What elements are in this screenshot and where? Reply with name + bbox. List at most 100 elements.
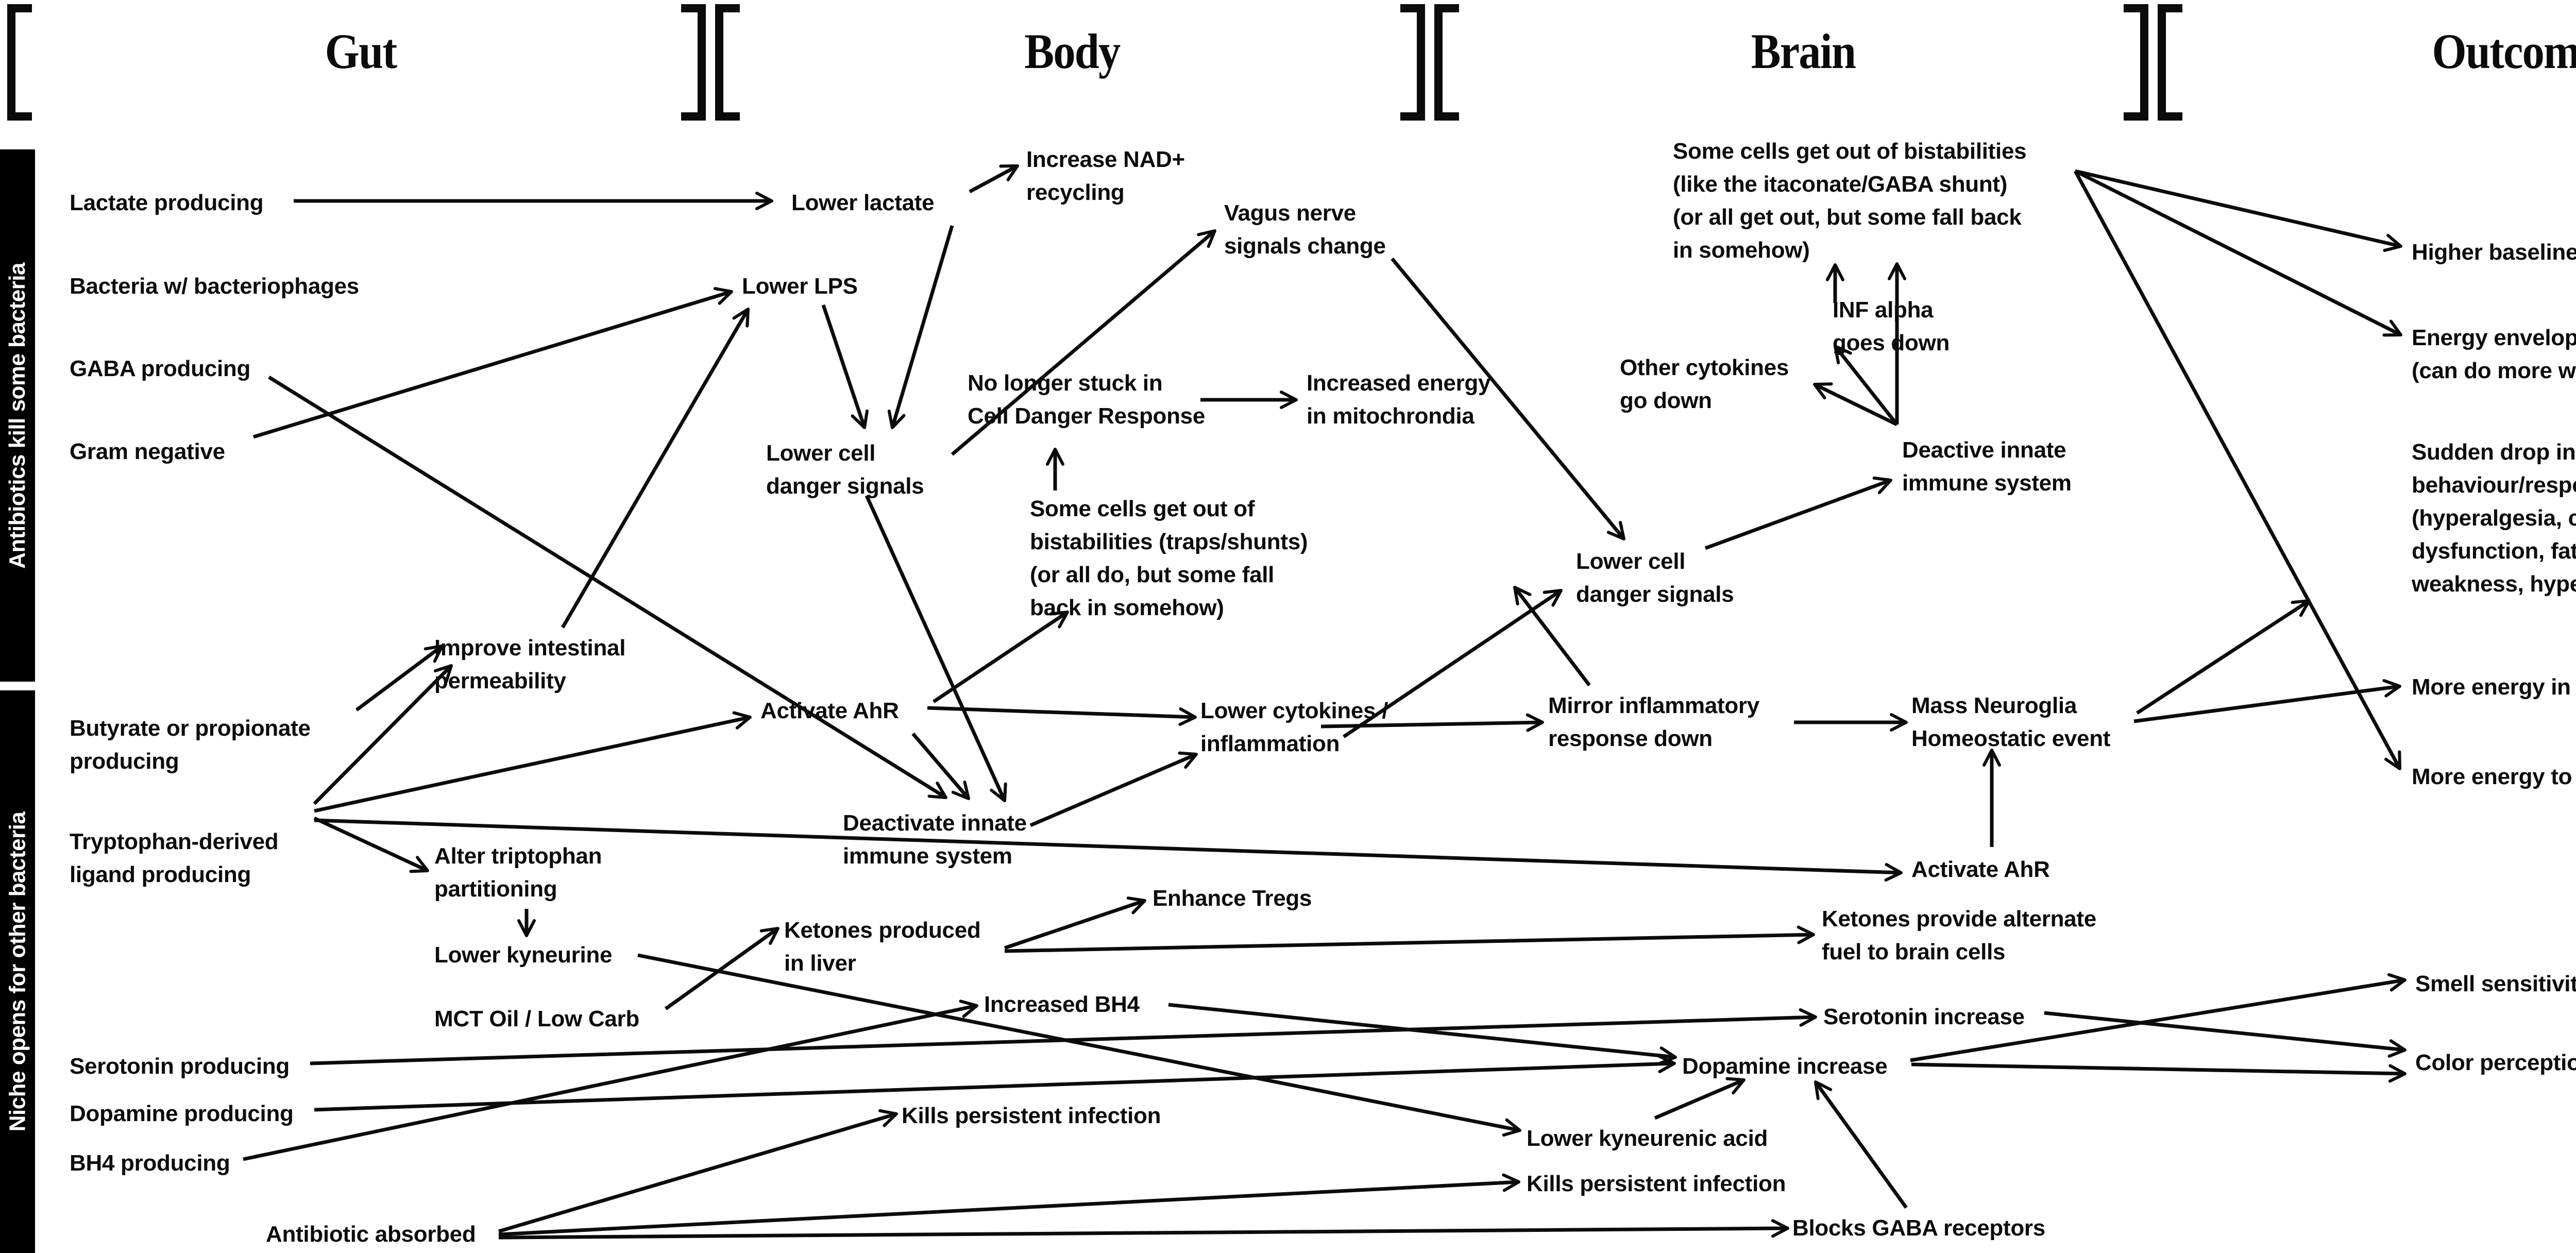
edge-lower_kyneurenic-to-dopamine_increase	[1654, 1077, 1745, 1120]
node-ketones_brain: Ketones provide alternate fuel to brain …	[1822, 906, 2096, 964]
edge-mct_oil-to-ketones_liver	[664, 927, 779, 1010]
edge-lower_lactate-to-lower_cds_body	[887, 225, 954, 429]
column-header-brain: Brain	[1751, 24, 1856, 79]
node-dopamine_increase: Dopamine increase	[1682, 1054, 1888, 1079]
node-lower_kyneurenic: Lower kyneurenic acid	[1527, 1126, 1768, 1151]
node-energy_envelope: Energy envelope increased (can do more w…	[2412, 325, 2576, 383]
sidebar-band-antibiotics: Antibiotics kill some bacteria	[0, 149, 35, 682]
node-inf_alpha: INF alpha goes down	[1833, 297, 1950, 355]
edge-gram_negative-to-lower_lps	[252, 287, 733, 439]
node-more_energy_body: More energy in body	[2412, 674, 2571, 700]
sidebar-band-label: Niche opens for other bacteria	[5, 811, 30, 1132]
node-bh4_producing: BH4 producing	[70, 1150, 230, 1176]
node-lactate_producing: Lactate producing	[70, 190, 264, 215]
node-serotonin_producing: Serotonin producing	[70, 1054, 290, 1079]
edge-blocks_gaba-to-dopamine_increase	[1814, 1080, 1908, 1209]
node-increase_nad: Increase NAD+ recycling	[1026, 147, 1185, 205]
node-lower_kyneurine: Lower kyneurine	[434, 942, 613, 968]
edge-mass_neuroglia-to-more_energy_body	[2133, 679, 2401, 723]
node-butyrate_propionate: Butyrate or propionate producing	[70, 716, 311, 774]
bracket-left-outcomes	[2158, 4, 2182, 121]
node-some_cells_body: Some cells get out of bistabilities (tra…	[1030, 496, 1308, 620]
edge-dopamine_producing-to-dopamine_increase	[314, 1054, 1676, 1112]
edge-dopamine_increase-to-smell_sensitivity	[1910, 973, 2406, 1062]
node-lower_cds_brain: Lower cell danger signals	[1576, 549, 1734, 607]
node-ketones_liver: Ketones produced in liver	[784, 918, 981, 976]
node-blocks_gaba: Blocks GABA receptors	[1792, 1215, 2045, 1241]
bracket-right-body	[1400, 4, 1425, 121]
column-brackets	[7, 4, 2182, 121]
node-increased_energy_mito: Increased energy in mitochrondia	[1307, 370, 1491, 429]
node-vagus: Vagus nerve signals change	[1224, 200, 1386, 259]
sidebar-band-label: Antibiotics kill some bacteria	[5, 262, 30, 569]
edge-vagus-to-lower_cds_brain	[1391, 257, 1625, 540]
edge-lower_lactate-to-increase_nad	[969, 164, 1019, 194]
edge-activate_ahr_body-to-some_cells_body	[933, 611, 1069, 703]
node-alter_triptophan: Alter triptophan partitioning	[434, 843, 602, 902]
edge-butyrate_propionate-to-improve_intestinal	[355, 645, 444, 712]
edge-serotonin_producing-to-serotonin_increase	[310, 1008, 1817, 1065]
bracket-left-gut	[7, 4, 32, 121]
edge-gaba_producing-to-deactivate_innate_body	[268, 376, 947, 799]
edge-antibiotic_absorbed-to-kills_infection_body	[498, 1109, 898, 1233]
edge-activate_ahr_body-to-deactivate_innate_body	[911, 732, 970, 800]
node-other_cytokines: Other cytokines go down	[1620, 355, 1789, 413]
column-header-outcomes: Outcomes	[2432, 24, 2576, 79]
edge-ketones_liver-to-ketones_brain	[1004, 925, 1815, 953]
node-kills_infection_brain: Kills persistent infection	[1527, 1171, 1786, 1196]
node-no_longer_cdr: No longer stuck in Cell Danger Response	[968, 370, 1206, 429]
edge-antibiotic_absorbed-to-blocks_gaba	[498, 1219, 1789, 1240]
edge-tryptophan_ligand-to-alter_triptophan	[313, 816, 429, 873]
node-tryptophan_ligand: Tryptophan-derived ligand producing	[70, 829, 279, 887]
edge-bh4_producing-to-increased_bh4	[243, 1000, 978, 1161]
node-activate_ahr_body: Activate AhR	[760, 698, 899, 723]
edge-lower_cds_brain-to-deactive_innate_brain	[1704, 476, 1892, 550]
bracket-right-gut	[681, 4, 706, 121]
node-higher_baseline: Higher baseline	[2412, 240, 2576, 265]
node-bacteria_phages: Bacteria w/ bacteriophages	[70, 274, 359, 299]
edge-deactivate_innate_body-to-lower_cytokines	[1029, 751, 1198, 827]
column-header-body: Body	[1024, 24, 1121, 79]
node-kills_infection_body: Kills persistent infection	[902, 1103, 1161, 1128]
edge-antibiotic_absorbed-to-kills_infection_brain	[498, 1173, 1520, 1237]
edge-some_cells_brain-to-energy_envelope	[2074, 169, 2402, 337]
node-mirror_inflam: Mirror inflammatory response down	[1548, 693, 1759, 751]
edge-improve_intestinal-to-lower_lps	[561, 308, 750, 629]
edge-activate_ahr_body-to-lower_cytokines	[927, 706, 1197, 726]
edge-tryptophan_ligand-to-activate_ahr_body	[314, 711, 752, 813]
node-dopamine_producing: Dopamine producing	[70, 1101, 294, 1126]
node-gram_negative: Gram negative	[70, 439, 225, 464]
edge-dopamine_increase-to-color_perception	[1911, 1062, 2406, 1083]
node-increased_bh4: Increased BH4	[984, 992, 1140, 1017]
node-antibiotic_absorbed: Antibiotic absorbed	[266, 1222, 476, 1247]
edge-some_cells_brain-to-more_energy_think	[2073, 170, 2402, 770]
edge-ketones_liver-to-enhance_tregs	[1004, 896, 1146, 950]
edge-lower_cds_body-to-vagus	[951, 229, 1216, 456]
node-serotonin_increase: Serotonin increase	[1823, 1004, 2025, 1029]
node-lower_lactate: Lower lactate	[791, 190, 935, 215]
edge-deactive_innate_brain-to-other_cytokines	[1813, 382, 1898, 427]
node-improve_intestinal: Improve intestinal permeability	[434, 635, 626, 693]
edge-some_cells_brain-to-higher_baseline	[2075, 169, 2402, 252]
node-deactive_innate_brain: Deactive innate immune system	[1902, 437, 2072, 496]
node-activate_ahr_brain: Activate AhR	[1911, 857, 2050, 882]
node-lower_cytokines: Lower cytokines / inflammation	[1200, 698, 1388, 756]
node-some_cells_brain: Some cells get out of bistabilities (lik…	[1673, 139, 2027, 263]
edge-lower_lps-to-lower_cds_body	[821, 304, 869, 429]
bracket-right-brain	[2124, 4, 2148, 121]
node-smell_sensitivity: Smell sensitivity increases	[2415, 971, 2576, 996]
column-header-gut: Gut	[325, 24, 397, 79]
edge-tryptophan_ligand-to-improve_intestinal	[313, 664, 453, 805]
node-gaba_producing: GABA producing	[70, 356, 251, 381]
node-deactivate_innate_body: Deactivate innate immune system	[843, 810, 1027, 869]
bracket-left-brain	[1434, 4, 1459, 121]
edge-lower_cytokines-to-lower_cds_brain	[1343, 589, 1563, 738]
edge-mirror_inflam-to-lower_cds_brain	[1513, 586, 1591, 687]
node-lower_cds_body: Lower cell danger signals	[766, 441, 924, 499]
edge-increased_bh4-to-dopamine_increase	[1168, 1003, 1677, 1065]
node-enhance_tregs: Enhance Tregs	[1153, 886, 1312, 911]
edge-deactive_innate_brain-to-inf_alpha	[1834, 345, 1899, 426]
edge-mass_neuroglia-to-sudden_drop	[2136, 599, 2311, 715]
